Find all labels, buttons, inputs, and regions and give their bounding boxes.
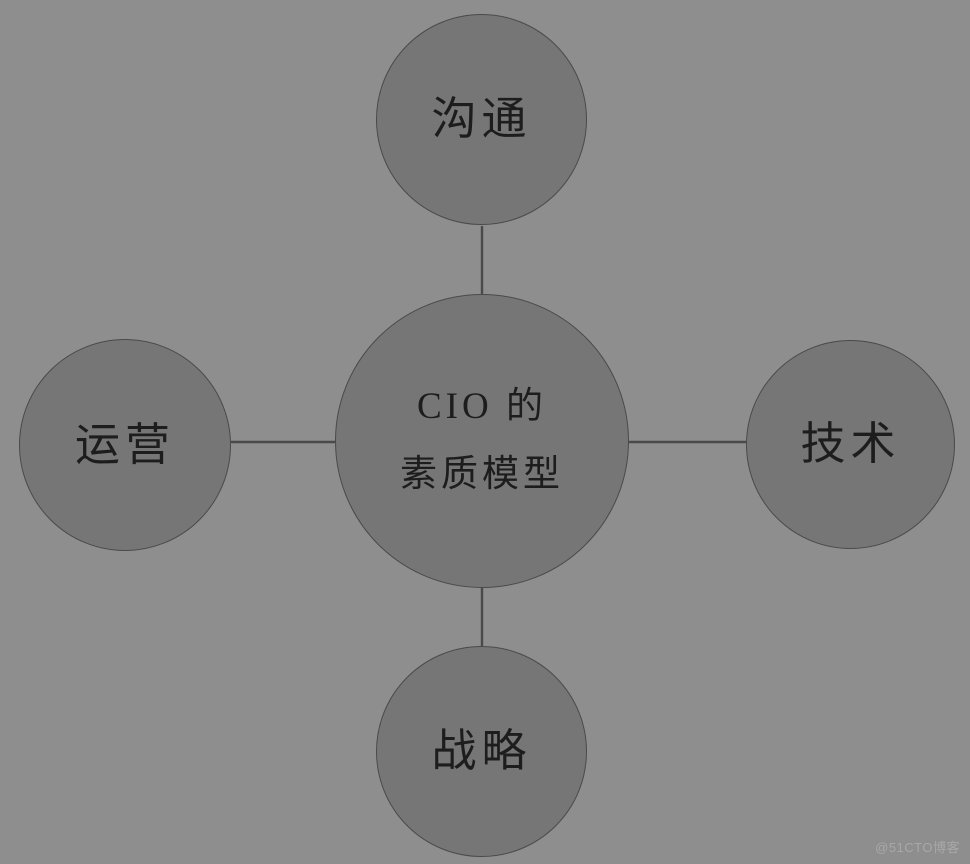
node-communication-label: 沟通 xyxy=(431,94,532,145)
node-center-label-line1: CIO 的 xyxy=(417,385,547,427)
node-operations[interactable]: 运营 xyxy=(19,339,231,551)
node-center-label: CIO 的素质模型 xyxy=(400,373,564,510)
node-cio-competency-model[interactable]: CIO 的素质模型 xyxy=(335,294,629,588)
node-strategy[interactable]: 战略 xyxy=(376,646,587,857)
watermark: @51CTO博客 xyxy=(875,840,960,855)
node-communication[interactable]: 沟通 xyxy=(376,14,587,225)
node-technology[interactable]: 技术 xyxy=(746,340,955,549)
node-strategy-label: 战略 xyxy=(431,726,532,777)
node-operations-label: 运营 xyxy=(74,419,175,470)
node-technology-label: 技术 xyxy=(800,419,901,470)
node-center-label-line2: 素质模型 xyxy=(400,454,564,495)
